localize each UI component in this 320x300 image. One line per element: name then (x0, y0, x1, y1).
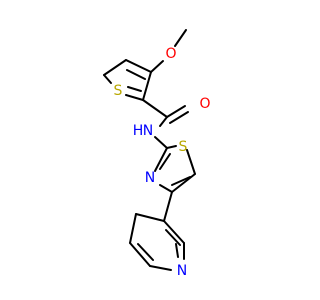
bond-thiazole-pyridine (163, 191, 173, 222)
bond-c5-c4-double (171, 176, 191, 186)
bond-s-c5 (186, 149, 196, 175)
bond-n-c2-double (159, 153, 171, 170)
bond-py-c4-n-double (175, 243, 179, 258)
atom-s-thiophene: S (114, 83, 123, 99)
bond-py-c3-c4 (163, 220, 185, 244)
bond-c2-carbonyl (142, 99, 168, 118)
atom-s-thiazole: S (179, 139, 188, 155)
atom-n-amide: N (143, 123, 153, 139)
molecule-structure: O S O N H S N N (103, 29, 211, 279)
bond-s-c2 (125, 94, 144, 101)
bond-py-c3-c4-double (165, 229, 181, 246)
bond-c3-c4 (125, 59, 152, 73)
atom-o-carbonyl: O (199, 96, 210, 112)
atom-o-methoxy: O (165, 46, 176, 62)
bond-py-c1-c6 (129, 242, 151, 267)
bond-c-nh (159, 116, 168, 127)
bond-c4-n (159, 184, 173, 193)
bond-py-c2-c1 (129, 213, 137, 244)
bond-py-c3-c2 (135, 213, 165, 222)
bond-co-2 (169, 111, 189, 124)
bond-c4-c5 (103, 59, 127, 76)
bond-n-c2 (154, 147, 168, 172)
bond-nh-thiazole (154, 136, 168, 149)
bond-c5-c4 (171, 173, 196, 193)
bond-c3-c2 (142, 71, 152, 101)
bond-py-c6-n (149, 265, 172, 271)
bond-c2-s (166, 145, 177, 149)
bond-c3-c4-double (126, 69, 146, 80)
bond-py-c1-c6-double (137, 243, 154, 261)
atom-h-amide: H (133, 123, 144, 139)
bond-c5-s (103, 74, 112, 84)
molecule-canvas: O S O N H S N N (103, 29, 211, 279)
bond-c2-double-inner (127, 86, 142, 92)
bond-methyl-o (174, 29, 187, 47)
atom-n-pyridine: N (177, 263, 187, 279)
atom-n-thiazole: N (145, 170, 155, 186)
bond-o-c3 (150, 60, 164, 73)
bond-co-1 (166, 105, 186, 118)
